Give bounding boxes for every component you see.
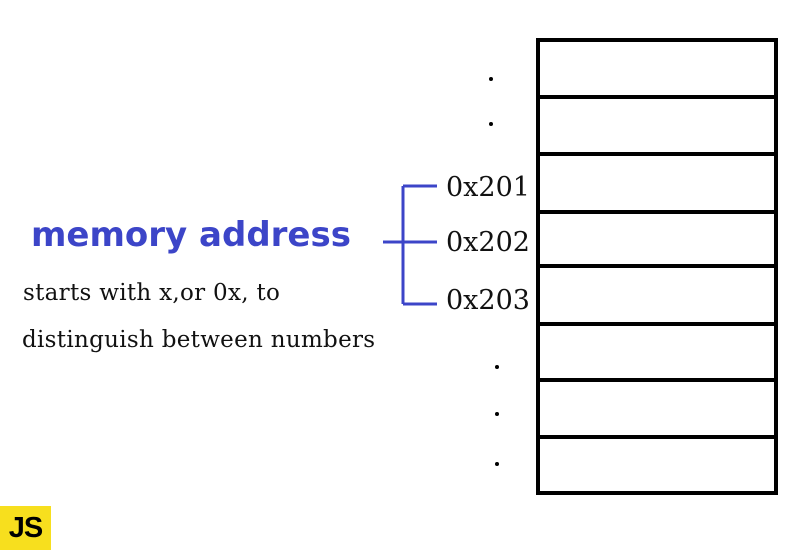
memory-cell (536, 210, 778, 268)
js-logo-text: JS (8, 511, 43, 544)
ellipsis-above (489, 77, 493, 126)
description-line-1: starts with x,or 0x, to (23, 280, 281, 306)
ellipsis-dot (489, 122, 493, 126)
memory-address-title: memory address (31, 215, 351, 255)
memory-cell (536, 378, 778, 439)
memory-cell (536, 152, 778, 214)
address-label: 0x203 (446, 285, 530, 316)
description-line-2: distinguish between numbers (22, 327, 376, 353)
ellipsis-dot (495, 365, 499, 369)
address-bracket (383, 184, 437, 306)
js-logo-badge: JS (0, 506, 51, 550)
ellipsis-dot (495, 412, 499, 416)
address-label: 0x202 (446, 227, 530, 258)
ellipsis-dot (489, 77, 493, 81)
memory-cell (536, 38, 778, 99)
memory-cell (536, 95, 778, 156)
memory-cell (536, 322, 778, 382)
memory-cell (536, 264, 778, 326)
memory-stack (536, 38, 778, 495)
memory-cell (536, 435, 778, 495)
ellipsis-dot (495, 462, 499, 466)
address-label: 0x201 (446, 172, 530, 203)
ellipsis-below (495, 365, 499, 466)
